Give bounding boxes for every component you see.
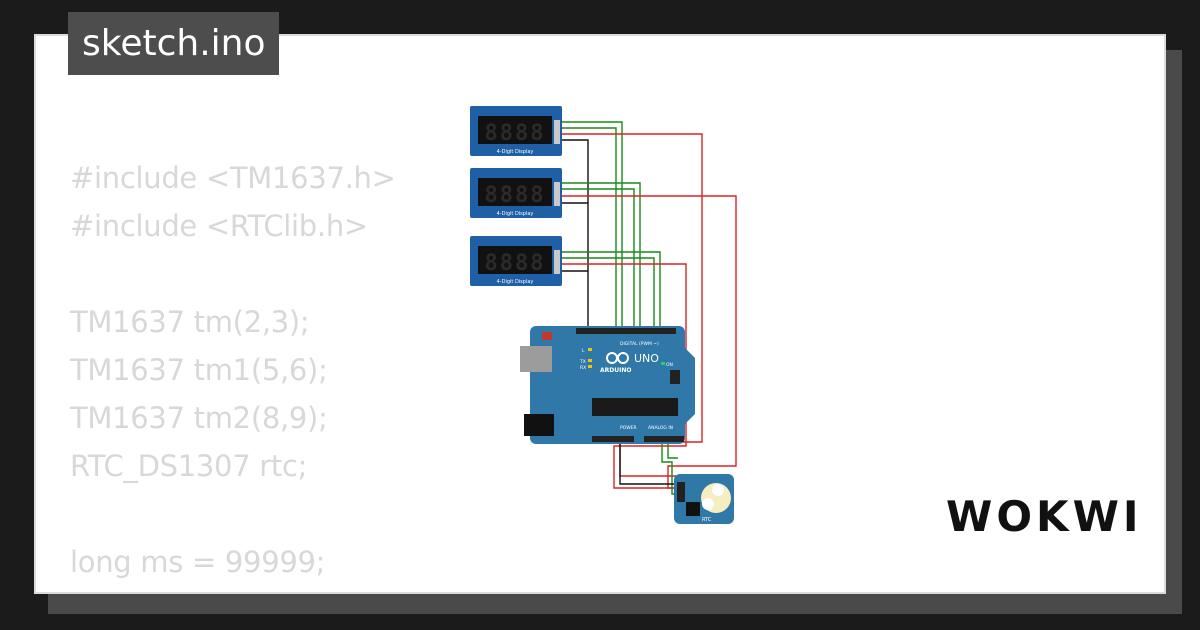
display-digits: 8888	[485, 183, 546, 208]
code-line: RTC_DS1307 rtc;	[70, 449, 308, 483]
icsp-header	[670, 370, 680, 384]
wires	[562, 121, 737, 495]
led-label-tx: TX	[579, 359, 586, 365]
wire-clk-2	[562, 182, 641, 330]
tm1637-display-3: 8888 4-Digit Display	[470, 236, 562, 286]
wire-sda	[661, 442, 676, 495]
display-window	[478, 116, 552, 144]
wokwi-logo: WOKWI	[946, 492, 1143, 541]
rtc-ds1307-module: RTC	[674, 474, 734, 524]
power-header	[592, 436, 634, 442]
display-window	[478, 178, 552, 206]
wire-rtc-gnd	[619, 442, 676, 485]
infinity-logo-right	[617, 352, 629, 364]
wire-dio-3	[562, 257, 655, 330]
model-label: UNO	[634, 352, 659, 365]
microcontroller-chip	[592, 398, 678, 416]
code-line: TM1637 tm1(5,6);	[70, 353, 328, 387]
power-label: POWER	[620, 425, 637, 431]
display-digits: 8888	[485, 251, 546, 276]
wire-gnd-1	[562, 139, 589, 330]
code-line: #include <RTClib.h>	[70, 209, 368, 243]
display-label: 4-Digit Display	[497, 279, 534, 285]
analog-label: ANALOG IN	[648, 425, 673, 431]
usb-port	[520, 346, 552, 372]
arduino-uno-board: UNO ARDUINO DIGITAL (PWM ~) POWER ANALOG…	[520, 326, 695, 444]
code-line: TM1637 tm(2,3);	[70, 305, 310, 339]
display-window	[478, 246, 552, 274]
display-digits: 8888	[485, 121, 546, 146]
wire-scl	[667, 442, 678, 459]
tm1637-display-1: 8888 4-Digit Display	[470, 106, 562, 156]
code-line: long ms = 99999;	[70, 545, 326, 579]
digital-header	[576, 328, 676, 334]
rtc-label: RTC	[702, 517, 712, 523]
display-label: 4-Digit Display	[497, 149, 534, 155]
display-label: 4-Digit Display	[497, 211, 534, 217]
code-line: #include <TM1637.h>	[70, 161, 396, 195]
wire-vcc-3	[562, 263, 687, 489]
on-label: ON	[666, 362, 673, 368]
analog-header	[644, 436, 684, 442]
wire-clk-1	[562, 121, 623, 330]
reset-button	[542, 332, 552, 340]
file-tab-title[interactable]: sketch.ino	[68, 12, 280, 75]
wire-dio-1	[562, 127, 617, 330]
tm1637-display-2: 8888 4-Digit Display	[470, 168, 562, 218]
brand-label: ARDUINO	[600, 367, 631, 374]
led-label-rx: RX	[580, 365, 586, 371]
rtc-chip	[686, 502, 700, 516]
wire-clk-3	[562, 251, 661, 330]
code-preview: #include <TM1637.h> #include <RTClib.h> …	[70, 154, 396, 592]
wire-dio-2	[562, 188, 635, 330]
digital-label: DIGITAL (PWM ~)	[620, 341, 659, 347]
code-line: TM1637 tm2(8,9);	[70, 401, 328, 435]
power-jack	[524, 414, 554, 436]
led-label-l: L	[582, 348, 585, 354]
